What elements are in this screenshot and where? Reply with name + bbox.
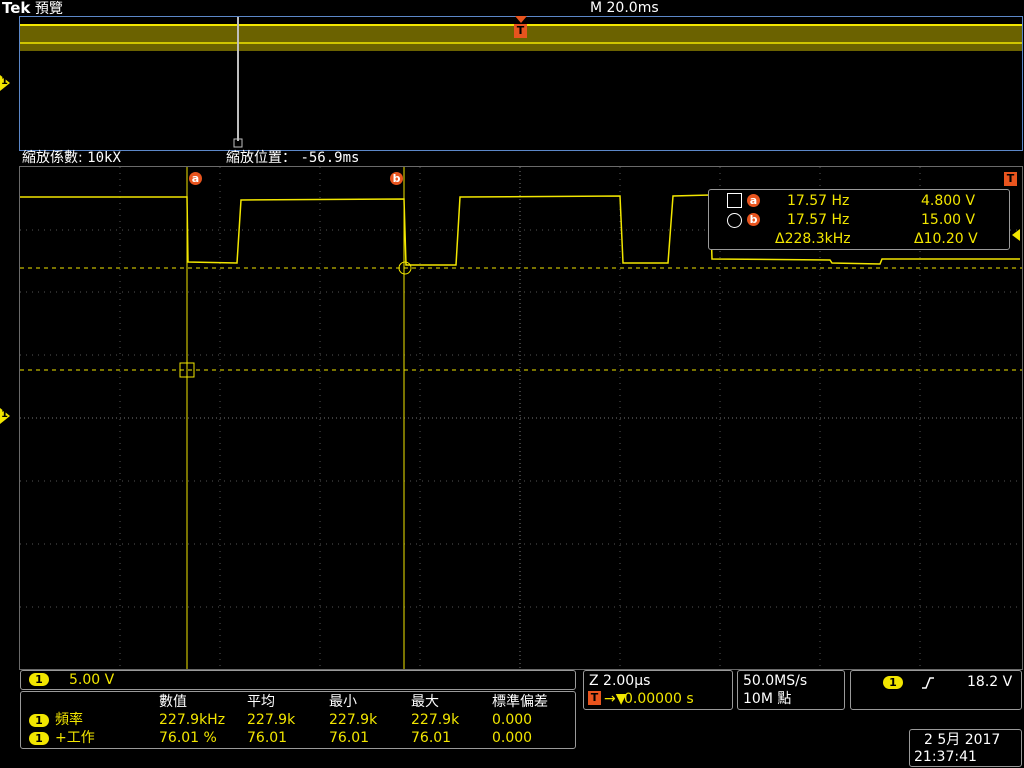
trigger-panel[interactable]: 1 18.2 V xyxy=(850,670,1022,710)
date: 2 5月 2017 xyxy=(924,732,1001,748)
cursor-a-voltage: 4.800 V xyxy=(921,193,976,209)
cursor-b-voltage: 15.00 V xyxy=(921,212,976,228)
meas-row1-channel: 1 xyxy=(29,714,49,727)
zoom-waveform xyxy=(20,167,1022,669)
time: 21:37:41 xyxy=(914,749,977,765)
trigger-channel: 1 xyxy=(883,676,903,689)
trigger-level: 18.2 V xyxy=(967,674,1013,690)
cursor-readout: a 17.57 Hz 4.800 V b 17.57 Hz 15.00 V Δ2… xyxy=(708,189,1010,250)
zoom-position-label: 縮放位置： xyxy=(226,150,296,166)
trigger-offset-arrow-icon: →▼ xyxy=(604,691,627,707)
meas-row2-mean: 76.01 xyxy=(247,730,288,746)
zoom-timebase-panel[interactable]: Z 2.00µs T →▼ 0.00000 s xyxy=(583,670,733,710)
zoom-scale: Z 2.00µs xyxy=(589,673,651,689)
rising-edge-icon xyxy=(922,677,934,689)
trigger-marker-zoom: T xyxy=(1004,172,1017,186)
header: Tek 預覽 xyxy=(2,0,63,17)
channel1-marker-overview[interactable] xyxy=(0,75,10,91)
zoom-position-value: -56.9ms xyxy=(300,150,360,166)
brand-logo: Tek xyxy=(2,0,31,17)
meas-header-value: 數值 xyxy=(159,694,187,710)
channel1-marker-label: 1 xyxy=(1,409,8,420)
meas-row2-name: +工作 xyxy=(55,730,95,746)
channel-scale-value: 5.00 V xyxy=(69,672,115,688)
cursor-delta-frequency: Δ228.3kHz xyxy=(775,231,851,247)
measurement-panel[interactable]: 數值 平均 最小 最大 標準偏差 1 頻率 227.9kHz 227.9k 22… xyxy=(20,691,576,749)
channel1-marker-overview-label: 1 xyxy=(1,76,8,87)
zoom-position: 縮放位置： -56.9ms xyxy=(226,150,359,166)
meas-row1-min: 227.9k xyxy=(329,712,378,728)
zoom-factor-value: 10kX xyxy=(87,150,121,166)
meas-header-stddev: 標準偏差 xyxy=(492,694,548,710)
record-length: 10M 點 xyxy=(743,691,792,707)
meas-row2-value: 76.01 % xyxy=(159,730,217,746)
datetime-panel: 2 5月 2017 21:37:41 xyxy=(909,729,1022,767)
meas-row2-stddev: 0.000 xyxy=(492,730,533,746)
trigger-icon: T xyxy=(588,691,601,705)
cursor-delta-voltage: Δ10.20 V xyxy=(914,231,978,247)
cursor-b-marker[interactable]: b xyxy=(390,172,403,185)
channel-scale-panel[interactable]: 1 5.00 V xyxy=(20,670,576,690)
meas-row1-stddev: 0.000 xyxy=(492,712,533,728)
cursor-b-circle-icon xyxy=(727,213,742,228)
meas-row1-value: 227.9kHz xyxy=(159,712,226,728)
meas-row2-min: 76.01 xyxy=(329,730,370,746)
cursor-a-marker[interactable]: a xyxy=(189,172,202,185)
meas-header-min: 最小 xyxy=(329,694,357,710)
zoom-factor-label: 縮放係數: xyxy=(22,150,83,166)
cursor-b-frequency: 17.57 Hz xyxy=(787,212,850,228)
zoom-graticule[interactable] xyxy=(19,166,1023,670)
cursor-a-square-icon xyxy=(727,193,742,208)
meas-header-max: 最大 xyxy=(411,694,439,710)
zoom-factor: 縮放係數: 10kX xyxy=(22,150,121,166)
meas-header-mean: 平均 xyxy=(247,694,275,710)
acquisition-panel[interactable]: 50.0MS/s 10M 點 xyxy=(737,670,845,710)
cursor-b-badge: b xyxy=(747,213,760,226)
trigger-position-icon xyxy=(515,16,527,23)
trigger-offset: 0.00000 s xyxy=(624,691,694,707)
trigger-marker-top: T xyxy=(514,24,527,38)
meas-row1-max: 227.9k xyxy=(411,712,460,728)
channel1-marker[interactable] xyxy=(0,408,10,424)
cursor-a-badge: a xyxy=(747,194,760,207)
meas-row2-channel: 1 xyxy=(29,732,49,745)
meas-row1-mean: 227.9k xyxy=(247,712,296,728)
sample-rate: 50.0MS/s xyxy=(743,673,808,689)
timebase-readout: M 20.0ms xyxy=(590,0,659,16)
meas-row2-max: 76.01 xyxy=(411,730,452,746)
trigger-level-marker xyxy=(1012,229,1020,241)
cursor-a-frequency: 17.57 Hz xyxy=(787,193,850,209)
mode-label: 預覽 xyxy=(34,1,63,17)
meas-row1-name: 頻率 xyxy=(55,712,83,728)
channel-badge: 1 xyxy=(29,673,49,686)
